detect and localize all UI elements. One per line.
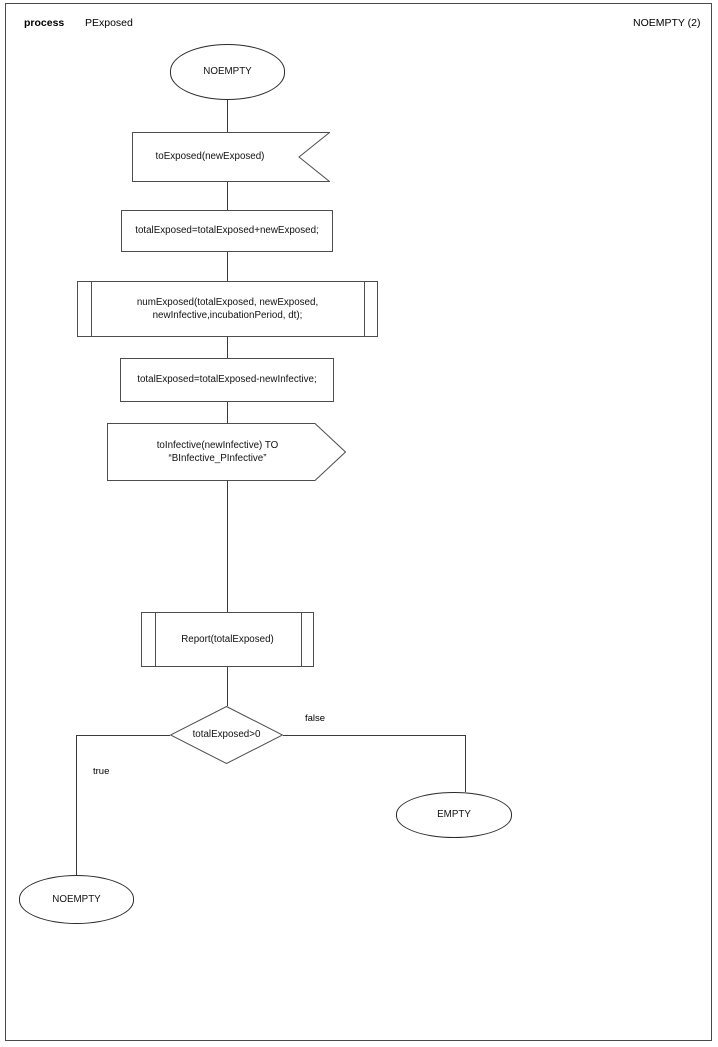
node-process1-label: totalExposed=totalExposed+newExposed;	[135, 225, 319, 237]
subroutine2-right-bar	[301, 613, 302, 666]
subroutine2-left-bar	[155, 613, 156, 666]
connector-true-horizontal	[76, 735, 170, 736]
connector-subroutine2-to-decision1	[227, 667, 228, 706]
connector-true-vertical	[76, 735, 77, 875]
node-start-terminal[interactable]: NOEMPTY	[170, 44, 285, 100]
connector-false-horizontal	[283, 735, 466, 736]
diamond-shape-outline	[170, 706, 283, 764]
edge-label-false: false	[305, 713, 326, 724]
header-state-reference: NOEMPTY (2)	[633, 17, 701, 29]
subroutine1-right-bar	[364, 282, 365, 336]
subroutine1-left-bar	[91, 282, 92, 336]
connector-start-to-input	[227, 100, 228, 132]
node-output-toinfective[interactable]: toInfective(newInfective) TO “BInfective…	[107, 423, 346, 481]
connector-process2-to-output1	[227, 402, 228, 423]
node-decision-label: totalExposed>0	[192, 729, 261, 741]
node-end-noempty-terminal[interactable]: NOEMPTY	[19, 875, 134, 924]
node-process-add-exposed[interactable]: totalExposed=totalExposed+newExposed;	[121, 210, 333, 252]
node-subroutine-report[interactable]: Report(totalExposed)	[141, 612, 314, 667]
connector-false-vertical	[465, 735, 466, 792]
node-end-empty-label: EMPTY	[437, 809, 471, 821]
node-output-label: toInfective(newInfective) TO “BInfective…	[156, 439, 279, 464]
node-start-label: NOEMPTY	[203, 66, 252, 78]
node-process2-label: totalExposed=totalExposed-newInfective;	[137, 374, 317, 386]
input-shape-outline	[132, 132, 330, 182]
node-subroutine2-label: Report(totalExposed)	[181, 633, 274, 645]
connector-process1-to-subroutine1	[227, 252, 228, 281]
node-subroutine-numexposed[interactable]: numExposed(totalExposed, newExposed, new…	[77, 281, 378, 337]
output-shape-outline	[107, 423, 346, 481]
node-input-toexposed[interactable]: toExposed(newExposed)	[132, 132, 330, 182]
node-input-label: toExposed(newExposed)	[155, 151, 265, 163]
node-end-noempty-label: NOEMPTY	[52, 893, 101, 905]
header-process-name: PExposed	[85, 17, 133, 29]
connector-output1-to-subroutine2	[227, 481, 228, 612]
node-process-subtract-infective[interactable]: totalExposed=totalExposed-newInfective;	[120, 358, 334, 402]
edge-label-true: true	[93, 766, 110, 777]
node-decision-totalexposed[interactable]: totalExposed>0	[170, 706, 283, 764]
connector-subroutine1-to-process2	[227, 337, 228, 358]
node-subroutine1-label: numExposed(totalExposed, newExposed, new…	[136, 296, 319, 321]
header-keyword: process	[24, 17, 65, 29]
node-end-empty-terminal[interactable]: EMPTY	[396, 792, 512, 838]
connector-input-to-process1	[227, 182, 228, 210]
page-border	[5, 3, 712, 1041]
